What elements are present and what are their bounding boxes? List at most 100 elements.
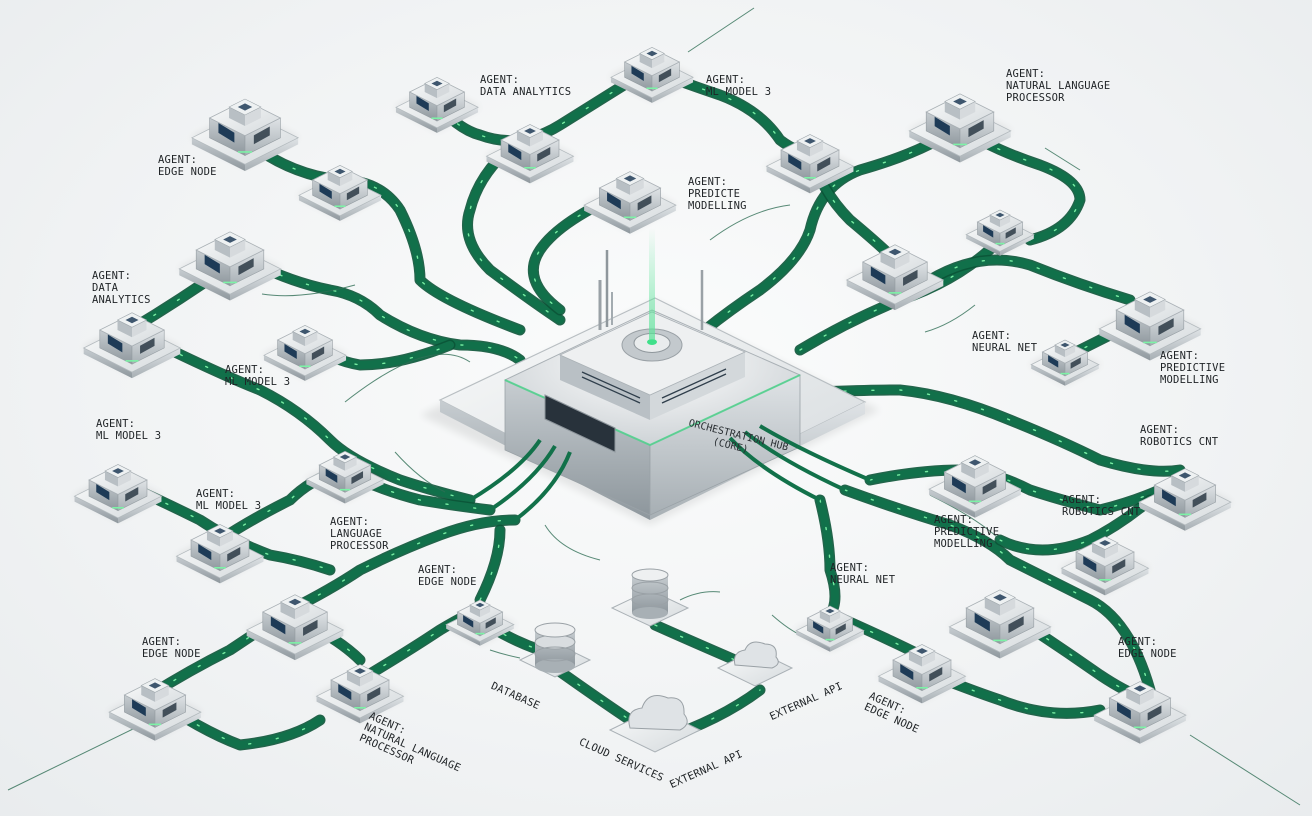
node-module-side — [480, 605, 491, 618]
flow-arrow — [709, 204, 791, 241]
label-predictive-r: AGENT: PREDICTIVE MODELLING — [1160, 350, 1225, 386]
node-chip — [299, 328, 311, 335]
node-plate-side — [1140, 715, 1186, 744]
label-line: AGENT: — [480, 74, 520, 86]
node-module-side — [118, 471, 132, 487]
node-plate-side — [305, 355, 347, 381]
flow-arrow — [261, 284, 356, 297]
node-module-side — [1140, 688, 1154, 705]
external-api-node[interactable] — [716, 641, 794, 687]
node-plate-side — [846, 280, 895, 311]
node-plate-side — [652, 77, 694, 103]
node-module-side — [305, 331, 318, 347]
node-plate-side — [360, 696, 404, 724]
node-module-side — [961, 462, 975, 479]
hub-lens-core — [647, 339, 657, 345]
node-chip — [475, 602, 485, 608]
agent-node — [296, 165, 384, 221]
node-module-side — [1054, 345, 1065, 358]
node-screen — [351, 471, 364, 485]
node-module-side — [652, 53, 665, 69]
database-top — [534, 622, 576, 638]
label-line: AGENT: — [830, 562, 870, 574]
node-screen — [346, 186, 360, 201]
orchestration-hub[interactable] — [420, 228, 880, 525]
agent-node — [190, 98, 300, 171]
database-node[interactable] — [518, 622, 592, 678]
node-module-side — [346, 671, 360, 687]
node-module-side — [230, 239, 246, 258]
node-screen — [537, 146, 551, 162]
flow-arrow — [394, 451, 446, 493]
label-line: ML MODEL 3 — [225, 376, 291, 388]
label-predictive-br: AGENT: PREDICTIVE MODELLING — [934, 514, 999, 550]
node-module-side — [830, 611, 841, 624]
agent-node — [582, 171, 678, 234]
node-chip — [995, 212, 1005, 218]
node-plate-side — [306, 479, 345, 504]
database-cylinder-bottom — [632, 607, 668, 619]
node-chip — [214, 528, 226, 534]
label-line: PROCESSOR — [1006, 92, 1065, 104]
node-screen — [1192, 492, 1207, 508]
label-line: NEURAL NET — [830, 574, 896, 586]
circuit-trace — [866, 466, 1174, 514]
label-line: PREDICTE — [688, 188, 741, 200]
label-line: NATURAL LANGUAGE — [1006, 80, 1111, 92]
node-plate-side — [830, 630, 864, 652]
label-line: EDGE NODE — [418, 576, 477, 588]
label-line: AGENT: — [1140, 424, 1180, 436]
node-plate-side — [766, 166, 810, 194]
label-nlp-tr: AGENT: NATURAL LANGUAGE PROCESSOR — [1006, 68, 1110, 104]
node-plate-side — [132, 348, 181, 379]
node-plate-side — [610, 77, 652, 103]
label-line: AGENT: — [1006, 68, 1046, 80]
agent-node — [927, 455, 1023, 518]
node-plate-side — [230, 268, 281, 301]
label-data-analytics-left: AGENT: DATA ANALYTICS — [92, 270, 151, 306]
node-screen — [983, 225, 994, 238]
node-module-side — [1126, 688, 1140, 705]
agent-node — [314, 664, 406, 724]
node-screen — [817, 156, 831, 172]
node-chip — [888, 248, 902, 256]
label-line: DATA ANALYTICS — [480, 86, 572, 98]
node-plate-side — [295, 630, 344, 661]
label-line: EDGE NODE — [158, 166, 217, 178]
node-module-side — [104, 471, 118, 487]
node-module-side — [810, 141, 824, 157]
node-module-side — [437, 83, 450, 99]
circuit-trace — [476, 526, 504, 604]
agent-node — [177, 231, 283, 301]
node-module-side — [616, 178, 630, 195]
node-plate-side — [316, 696, 360, 724]
database-node[interactable] — [610, 568, 690, 627]
node-screen — [870, 266, 886, 285]
label-language-proc: AGENT: LANGUAGE PROCESSOR — [330, 516, 389, 552]
node-screen — [903, 269, 918, 286]
flow-arrow — [344, 353, 471, 403]
node-module-side — [895, 252, 910, 270]
circuit-trace — [756, 386, 1184, 476]
trace-light — [149, 519, 516, 696]
node-chip — [334, 168, 346, 175]
agent-node — [261, 325, 349, 381]
node-chip — [1099, 540, 1111, 546]
node-screen — [974, 612, 990, 632]
cloud-services-node[interactable] — [608, 695, 702, 753]
node-screen — [107, 334, 123, 353]
node-chip — [431, 80, 443, 87]
trace-light — [919, 669, 1101, 715]
agent-node — [608, 47, 696, 103]
node-screen — [813, 621, 824, 634]
node-screen — [218, 122, 235, 143]
node-screen — [96, 484, 110, 501]
circuit-trace — [226, 246, 524, 364]
node-screen — [631, 65, 644, 82]
node-screen — [1005, 227, 1016, 239]
node-screen — [284, 343, 297, 360]
label-robotics-r2: AGENT: ROBOTICS CNT — [1062, 494, 1140, 518]
agent-node — [1059, 536, 1151, 596]
flow-arrow — [7, 727, 136, 791]
agent-node — [82, 312, 182, 379]
